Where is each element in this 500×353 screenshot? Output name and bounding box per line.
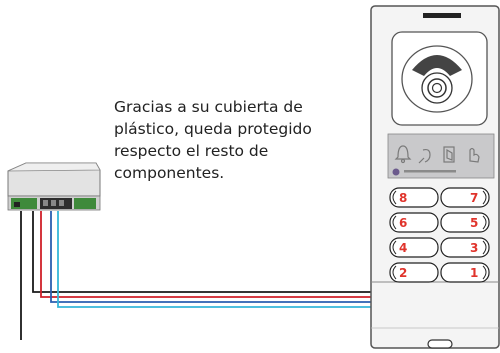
button-label-4: 4 xyxy=(399,241,407,255)
keyhole-icon xyxy=(392,168,400,176)
button-row-2[interactable]: 6 5 xyxy=(389,212,490,233)
button-row-3[interactable]: 4 3 xyxy=(389,237,490,258)
button-label-8: 8 xyxy=(399,191,407,205)
camera-speaker-module xyxy=(391,31,488,126)
caption-line-4: componentes. xyxy=(114,164,225,182)
plastic-covered-module xyxy=(7,162,101,211)
caption: Gracias a su cubierta de plástico, queda… xyxy=(114,96,364,184)
wire-blue xyxy=(50,211,388,303)
door-open-icon xyxy=(443,146,455,163)
hearing-loop-icon xyxy=(418,148,431,164)
wire-red xyxy=(40,211,388,298)
bell-icon xyxy=(394,145,412,164)
button-label-6: 6 xyxy=(399,216,407,230)
touch-hand-icon xyxy=(469,147,480,163)
button-row-1[interactable]: 8 7 xyxy=(389,187,490,208)
intercom-panel: 8 7 6 5 4 3 xyxy=(370,5,500,349)
button-label-5: 5 xyxy=(470,216,478,230)
wire-black-main xyxy=(32,211,388,293)
wire-cyan xyxy=(57,211,388,308)
status-strip xyxy=(387,133,495,179)
button-label-7: 7 xyxy=(470,191,478,205)
button-label-1: 1 xyxy=(470,266,478,280)
button-label-3: 3 xyxy=(470,241,478,255)
caption-line-1: Gracias a su cubierta de xyxy=(114,98,303,116)
caption-line-2: plástico, queda protegido xyxy=(114,120,312,138)
wires xyxy=(20,211,388,340)
button-label-2: 2 xyxy=(399,266,407,280)
button-row-4[interactable]: 2 1 xyxy=(389,262,490,283)
caption-line-3: respecto el resto de xyxy=(114,142,269,160)
bottom-screw-slot xyxy=(427,339,453,349)
call-buttons: 8 7 6 5 4 3 xyxy=(389,187,490,283)
